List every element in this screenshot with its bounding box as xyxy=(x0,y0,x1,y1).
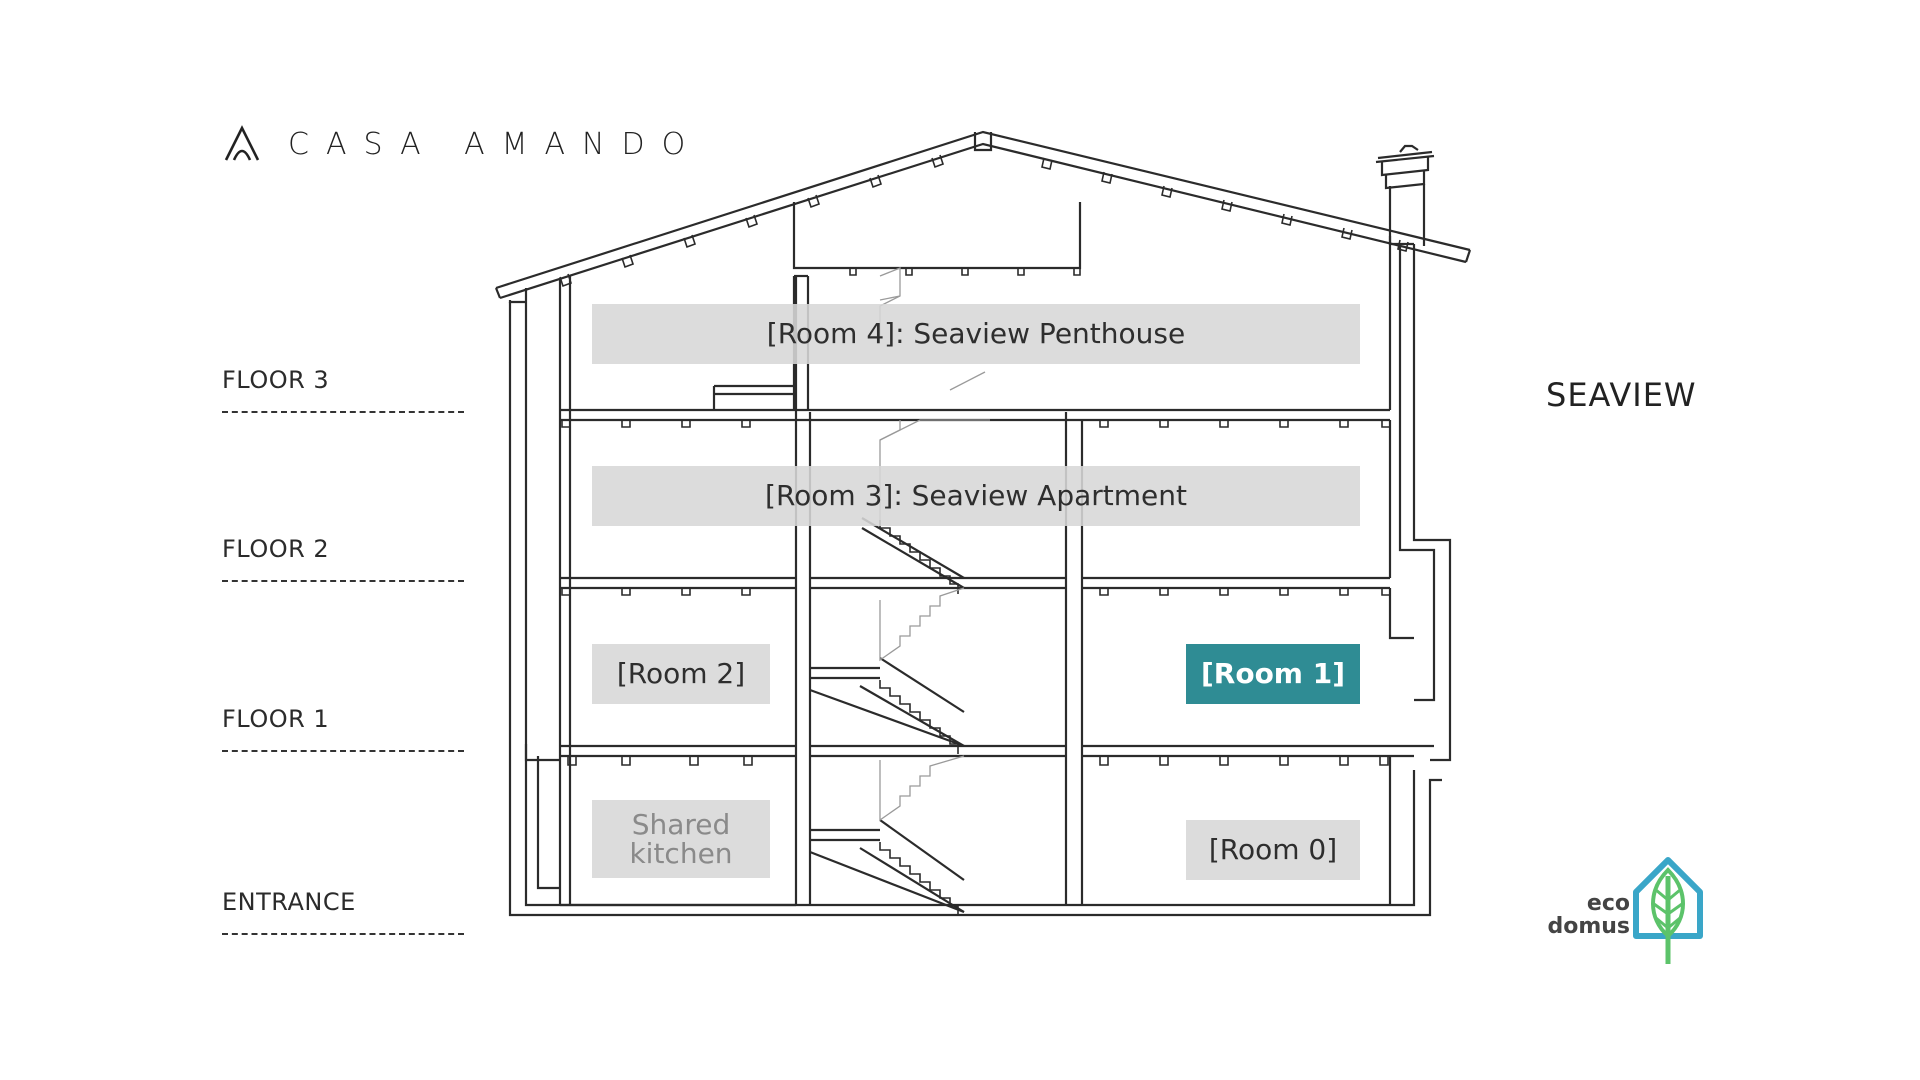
eco-domus-wordmark: eco domus xyxy=(1547,892,1630,938)
floor-label-1: FLOOR 1 xyxy=(222,705,330,733)
ceiling-beams xyxy=(561,268,1391,766)
floor-label-3: FLOOR 3 xyxy=(222,366,330,394)
leaf-house-icon xyxy=(1633,857,1703,964)
floor-label-2: FLOOR 2 xyxy=(222,535,330,563)
domus-word: domus xyxy=(1547,914,1630,939)
brand-name: CASA AMANDO xyxy=(288,126,703,162)
room-3-tag[interactable]: [Room 3]: Seaview Apartment xyxy=(592,466,1360,526)
floor-divider-3 xyxy=(222,411,464,413)
room-4-tag[interactable]: [Room 4]: Seaview Penthouse xyxy=(592,304,1360,364)
room-1-tag[interactable]: [Room 1] xyxy=(1186,644,1360,704)
eco-word: eco xyxy=(1586,891,1630,916)
eco-domus-logo: eco domus xyxy=(1547,856,1708,966)
floor-divider-2 xyxy=(222,580,464,582)
room-2-tag[interactable]: [Room 2] xyxy=(592,644,770,704)
shared-kitchen-tag[interactable]: Shared kitchen xyxy=(592,800,770,878)
seaview-label: SEAVIEW xyxy=(1546,376,1697,414)
arch-a-logo-icon xyxy=(224,125,260,161)
room-0-tag[interactable]: [Room 0] xyxy=(1186,820,1360,880)
floor-divider-1 xyxy=(222,750,464,752)
brand-header: CASA AMANDO xyxy=(222,124,702,164)
staircase xyxy=(809,517,965,916)
chimney xyxy=(1375,144,1435,246)
floor-divider-entrance xyxy=(222,933,464,935)
floor-label-entrance: ENTRANCE xyxy=(222,888,356,916)
roof xyxy=(494,130,1472,304)
